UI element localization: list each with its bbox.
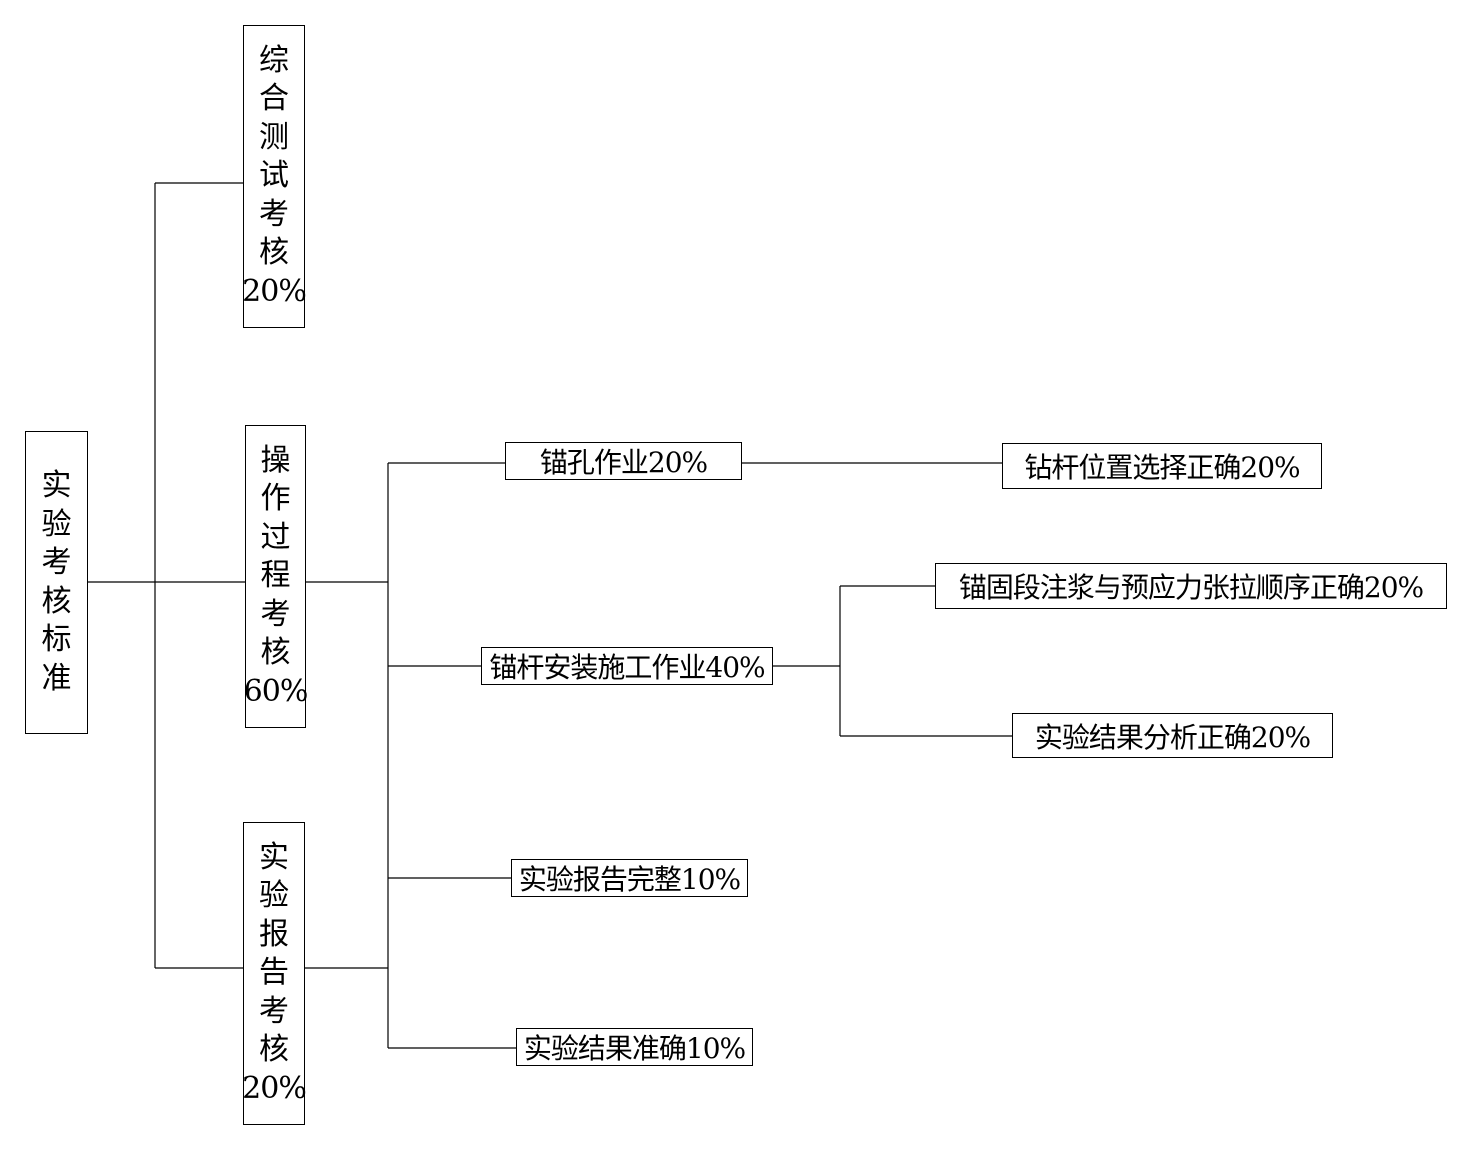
node-char: 告 <box>259 955 289 991</box>
drill-position-node: 钻杆位置选择正确20% <box>1002 443 1322 489</box>
node-char: 过 <box>260 519 291 555</box>
root-char: 准 <box>41 660 72 696</box>
operation-process-node: 操 作 过 程 考 核 60% <box>243 425 309 728</box>
grouting-sequence-label: 锚固段注浆与预应力张拉顺序正确20% <box>958 571 1424 604</box>
node-char: 合 <box>259 81 289 117</box>
node-char: 考 <box>259 993 289 1029</box>
node-char: 核 <box>260 635 291 671</box>
node-char: 实 <box>259 839 289 875</box>
result-accurate-node: 实验结果准确10% <box>516 1028 753 1066</box>
node-char: 试 <box>259 158 289 194</box>
anchor-hole-label: 锚孔作业20% <box>539 446 708 479</box>
report-complete-node: 实验报告完整10% <box>511 859 748 897</box>
experiment-report-node: 实 验 报 告 考 核 20% <box>242 822 307 1125</box>
comprehensive-test-node: 综 合 测 试 考 核 20% <box>242 25 307 328</box>
grouting-sequence-node: 锚固段注浆与预应力张拉顺序正确20% <box>935 563 1447 609</box>
node-char: 核 <box>259 1032 289 1068</box>
result-analysis-node: 实验结果分析正确20% <box>1012 713 1333 758</box>
node-char: 测 <box>259 119 289 155</box>
node-char: 考 <box>260 596 291 632</box>
anchor-install-label: 锚杆安装施工作业40% <box>489 651 765 684</box>
node-char: 考 <box>259 196 289 232</box>
node-percentage: 20% <box>242 1070 307 1106</box>
node-char: 综 <box>259 42 289 78</box>
anchor-install-node: 锚杆安装施工作业40% <box>481 647 773 685</box>
root-char: 考 <box>41 545 72 580</box>
root-char: 验 <box>41 506 72 542</box>
node-char: 操 <box>260 442 291 478</box>
report-complete-label: 实验报告完整10% <box>518 863 741 896</box>
anchor-hole-node: 锚孔作业20% <box>505 442 742 480</box>
root-char: 实 <box>41 468 72 503</box>
drill-position-label: 钻杆位置选择正确20% <box>1024 451 1300 484</box>
node-char: 核 <box>259 235 289 271</box>
node-char: 作 <box>260 481 291 517</box>
result-accurate-label: 实验结果准确10% <box>523 1032 746 1065</box>
node-percentage: 60% <box>243 673 309 709</box>
root-node: 实 验 考 核 标 准 <box>25 431 88 734</box>
root-char: 核 <box>41 583 72 619</box>
node-char: 验 <box>259 878 289 914</box>
result-analysis-label: 实验结果分析正确20% <box>1034 720 1311 754</box>
node-char: 程 <box>260 558 291 594</box>
node-char: 报 <box>259 916 289 952</box>
root-char: 标 <box>41 622 72 657</box>
node-percentage: 20% <box>242 273 307 309</box>
